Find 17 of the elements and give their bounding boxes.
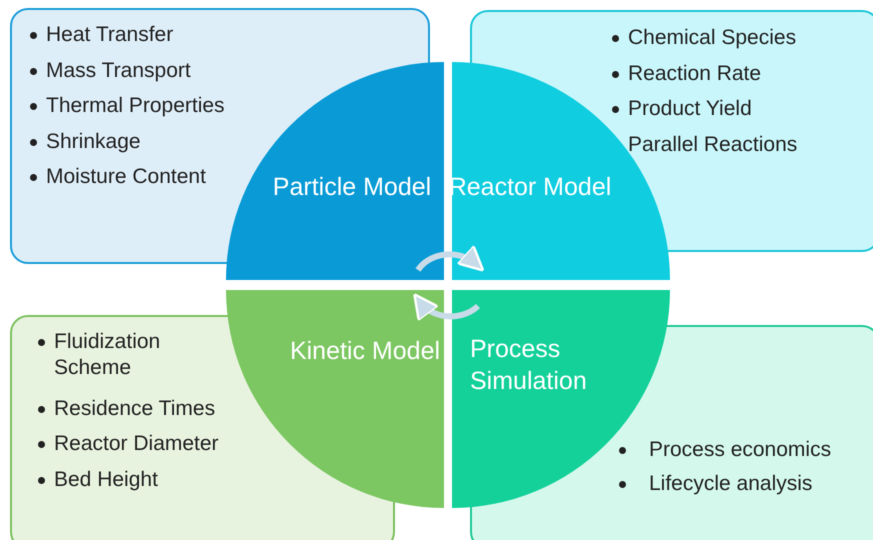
quadrant-label: Particle Model <box>272 172 432 203</box>
list-item: Chemical Species <box>610 25 796 51</box>
list-item: Shrinkage <box>28 128 141 154</box>
list-item: Parallel Reactions <box>627 132 798 158</box>
list-item: Residence Times <box>36 396 216 422</box>
list-item: Reactor Diameter <box>36 431 219 457</box>
quadrant-label: Kinetic Model <box>288 336 442 367</box>
cycle-arrow <box>416 244 485 272</box>
list-item: Fluidization Scheme <box>36 329 204 381</box>
list-item: Thermal Properties <box>28 93 225 119</box>
cycle-arrow <box>412 293 480 322</box>
list-item: Bed Height <box>36 466 158 492</box>
quadrant-label: Process Simulation <box>470 334 588 397</box>
list-item: Mass Transport <box>28 58 191 84</box>
list-item: Heat Transfer <box>28 22 174 48</box>
list-item: Moisture Content <box>28 164 206 190</box>
quadrant-label: Reactor Model <box>448 172 612 203</box>
